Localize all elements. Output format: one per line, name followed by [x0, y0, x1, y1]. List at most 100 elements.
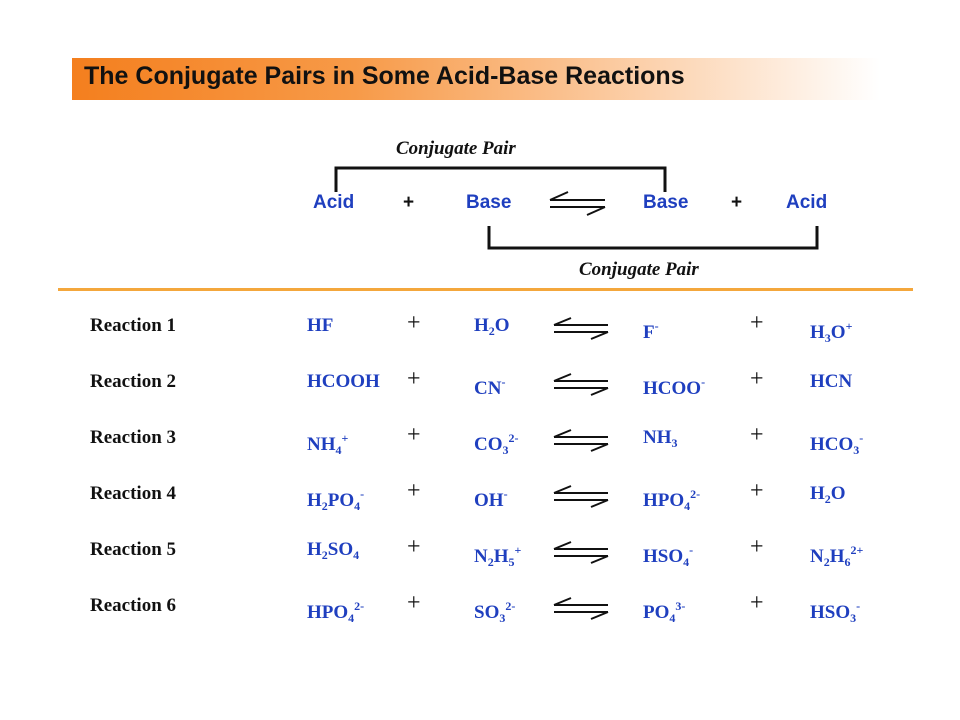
formula-part: 2: [321, 499, 328, 513]
reaction-label: Reaction 4: [90, 483, 177, 504]
formula-part: H: [474, 315, 489, 336]
plus-sign: +: [750, 366, 764, 392]
formula-part: -: [360, 487, 365, 501]
formula-part: 2+: [850, 543, 864, 557]
general-plus-2: +: [731, 192, 743, 213]
reaction-label: Reaction 3: [90, 427, 177, 448]
base-formula: H2O: [474, 314, 510, 343]
formula-part: 4: [669, 611, 676, 625]
formula-part: -: [856, 599, 861, 613]
formula-part: HSO: [810, 602, 851, 623]
acid-formula: HCOOH: [307, 370, 380, 394]
conjugate-acid-formula: N2H62+: [810, 538, 863, 574]
formula-part: CO: [474, 434, 503, 455]
conjugate-base-formula: NH3: [643, 426, 678, 455]
base-formula: CN-: [474, 370, 505, 401]
formula-part: 3-: [675, 599, 686, 613]
formula-part: 2-: [354, 599, 365, 613]
formula-part: H: [307, 490, 322, 511]
formula-part: PO: [643, 602, 670, 623]
plus-sign: +: [407, 534, 421, 560]
formula-part: SO: [474, 602, 500, 623]
top-bracket: [334, 166, 667, 192]
title-bar: [72, 58, 880, 100]
base-formula: SO32-: [474, 594, 515, 630]
equilibrium-arrows-icon: [553, 541, 609, 564]
formula-part: HF: [307, 315, 334, 336]
formula-part: +: [514, 543, 522, 557]
formula-part: +: [341, 431, 349, 445]
equilibrium-arrows-icon: [553, 317, 609, 340]
general-plus-1: +: [403, 192, 415, 213]
equilibrium-arrows-icon: [553, 373, 609, 396]
formula-part: O: [494, 315, 510, 336]
formula-part: -: [501, 375, 506, 389]
equilibrium-arrows-icon: [553, 485, 609, 508]
formula-part: -: [689, 543, 694, 557]
formula-part: HCN: [810, 371, 853, 392]
formula-part: O: [830, 322, 846, 343]
conjugate-pair-bottom-label: Conjugate Pair: [579, 259, 699, 280]
formula-part: HSO: [643, 546, 684, 567]
formula-part: -: [859, 431, 864, 445]
conjugate-acid-formula: H2O: [810, 482, 846, 511]
equilibrium-arrows-icon: [553, 597, 609, 620]
plus-sign: +: [750, 590, 764, 616]
formula-part: 2: [488, 324, 495, 338]
conjugate-base-formula: HPO42-: [643, 482, 700, 518]
formula-part: H: [493, 546, 509, 567]
formula-part: 3: [502, 443, 509, 457]
formula-part: 4: [354, 499, 361, 513]
formula-part: O: [830, 483, 846, 504]
formula-part: NH: [643, 427, 672, 448]
formula-part: 4: [683, 555, 690, 569]
plus-sign: +: [407, 590, 421, 616]
formula-part: 2-: [508, 431, 519, 445]
conjugate-acid-formula: HSO3-: [810, 594, 860, 630]
formula-part: N: [810, 546, 824, 567]
formula-part: HPO: [643, 490, 685, 511]
conjugate-base-formula: PO43-: [643, 594, 685, 630]
formula-part: 2-: [690, 487, 701, 501]
reaction-label: Reaction 2: [90, 371, 177, 392]
formula-part: 3: [671, 436, 678, 450]
acid-formula: NH4+: [307, 426, 348, 462]
plus-sign: +: [407, 310, 421, 336]
formula-part: F: [643, 322, 655, 343]
formula-part: 4: [335, 443, 342, 457]
reaction-label: Reaction 5: [90, 539, 177, 560]
formula-part: HCOOH: [307, 371, 380, 392]
general-acid-2: Acid: [786, 192, 828, 213]
formula-part: H: [810, 322, 825, 343]
formula-part: 2: [823, 555, 830, 569]
formula-part: 2: [824, 492, 831, 506]
formula-part: 2: [321, 548, 328, 562]
plus-sign: +: [407, 422, 421, 448]
base-formula: CO32-: [474, 426, 519, 462]
base-formula: N2H5+: [474, 538, 521, 574]
bottom-bracket: [487, 226, 819, 250]
conjugate-base-formula: HSO4-: [643, 538, 693, 574]
formula-part: 4: [684, 499, 691, 513]
formula-part: 3: [499, 611, 506, 625]
conjugate-acid-formula: HCO3-: [810, 426, 863, 462]
formula-part: HCOO: [643, 378, 702, 399]
acid-formula: H2PO4-: [307, 482, 364, 518]
equilibrium-arrows-icon: [553, 429, 609, 452]
formula-part: CN: [474, 378, 502, 399]
acid-formula: H2SO4: [307, 538, 359, 567]
general-base-2: Base: [643, 192, 689, 213]
formula-part: H: [307, 539, 322, 560]
formula-part: 3: [850, 611, 857, 625]
formula-part: 2-: [505, 599, 516, 613]
formula-part: H: [810, 483, 825, 504]
reaction-label: Reaction 1: [90, 315, 177, 336]
acid-formula: HPO42-: [307, 594, 364, 630]
plus-sign: +: [750, 310, 764, 336]
general-base-1: Base: [466, 192, 512, 213]
plus-sign: +: [750, 534, 764, 560]
divider: [58, 288, 913, 291]
plus-sign: +: [407, 478, 421, 504]
formula-part: H: [829, 546, 845, 567]
